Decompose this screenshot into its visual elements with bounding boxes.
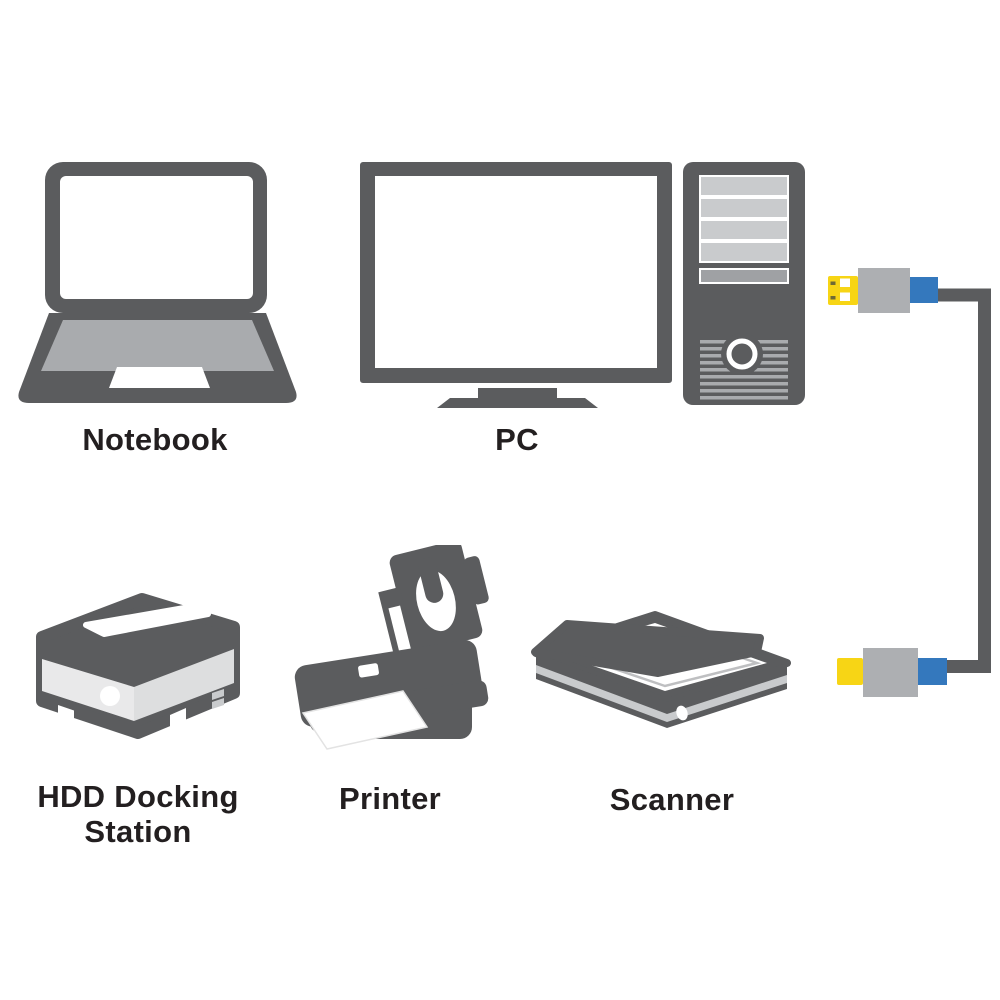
pc-monitor-icon	[360, 162, 672, 408]
notebook-trackpad	[109, 367, 210, 388]
usb-plug-top-icon	[828, 268, 938, 313]
printer-paper-tray	[378, 545, 489, 659]
monitor-stand	[437, 398, 598, 408]
scanner-icon	[531, 611, 791, 728]
printer-loaded-paper	[388, 605, 413, 657]
printer-output-paper	[301, 690, 429, 750]
cable-line	[938, 288, 991, 673]
scanner-front-stripe	[536, 665, 667, 722]
hdd-docking-station-icon	[36, 593, 240, 739]
hdd-docking-station-label-line1: HDD Docking	[37, 779, 239, 814]
printer-label: Printer	[338, 781, 442, 816]
usb-plug-bottom-icon	[837, 648, 947, 697]
notebook-screen	[60, 176, 253, 299]
scanner-button-icon	[676, 705, 688, 721]
tower-drive-bays	[699, 175, 789, 284]
printer-icon	[294, 545, 489, 750]
printer-button	[358, 663, 379, 678]
scanner-side-stripe	[667, 675, 787, 722]
dock-button-icon	[100, 686, 120, 706]
dock-hdd-slot	[83, 604, 211, 637]
dock-vent	[212, 698, 224, 709]
dock-vent	[212, 689, 224, 700]
monitor-neck	[478, 388, 557, 399]
notebook-label: Notebook	[82, 422, 228, 457]
pc-label: PC	[495, 422, 539, 457]
usb-cable	[828, 268, 991, 697]
dock-foot-notch	[170, 708, 186, 734]
pc-tower-icon	[683, 162, 805, 405]
printer-paper-support-tab	[418, 557, 444, 603]
hdd-docking-station-label: HDD Docking Station	[37, 779, 238, 849]
scanner-lid	[531, 620, 764, 677]
notebook-keyboard	[41, 320, 274, 371]
notebook-icon	[18, 162, 297, 403]
dock-foot-notch	[58, 705, 74, 725]
hdd-docking-station-label-line2: Station	[84, 814, 192, 849]
power-button-icon	[726, 338, 758, 370]
monitor-screen	[375, 176, 657, 368]
dock-side-band	[134, 649, 234, 721]
scanner-label: Scanner	[609, 782, 735, 817]
